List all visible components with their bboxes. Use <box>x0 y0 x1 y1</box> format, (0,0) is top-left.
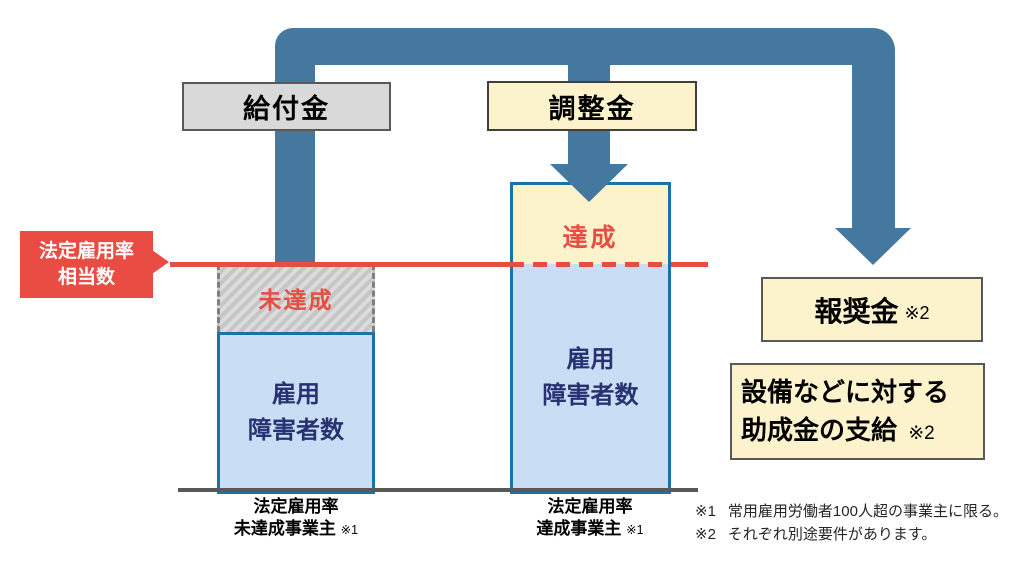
footnote-text: それぞれ別途要件があります。 <box>727 525 937 543</box>
footnote-ref: ※1 <box>626 523 644 538</box>
statutory-rate-line2: 相当数 <box>57 266 115 288</box>
employed-line1: 雇用 <box>272 381 320 408</box>
footnote-ref: ※1 <box>340 523 359 538</box>
arrow-down-icon <box>835 228 911 265</box>
adjustment-payment-box: 調整金 <box>487 81 697 131</box>
achieved-label: 達成 <box>562 224 619 252</box>
statutory-rate-callout: 法定雇用率 相当数 <box>20 231 153 298</box>
statutory-rate-line-solid-end <box>671 262 708 267</box>
footnote-ref: ※2 <box>908 422 935 444</box>
employed-line2: 障害者数 <box>248 417 344 444</box>
subsidy-line1: 設備などに対する <box>741 376 950 407</box>
arrow-down-icon <box>550 164 628 202</box>
reward-label: 報奨金 <box>814 295 899 327</box>
employed-count-label: 雇用 障害者数 <box>248 377 344 449</box>
statutory-rate-line-solid <box>170 262 510 267</box>
footnote-ref: ※2 <box>904 303 930 323</box>
footnote-2: ※2 それぞれ別途要件があります。 <box>695 524 1015 547</box>
achieved-employer-caption: 法定雇用率 達成事業主 ※1 <box>490 496 690 540</box>
flow-pipe-from-unachieved <box>275 45 315 262</box>
adjustment-payment-label: 調整金 <box>548 93 636 124</box>
caption-line2: 達成事業主 ※1 <box>536 519 644 539</box>
unachieved-gap-zone: 未達成 <box>217 264 375 332</box>
footnote-marker: ※1 <box>695 503 716 520</box>
footnotes: ※1 常用雇用労働者100人超の事業主に限る。 ※2 それぞれ別途要件があります… <box>695 501 1015 546</box>
benefit-payment-box: 給付金 <box>182 82 391 131</box>
statutory-rate-line1: 法定雇用率 <box>38 240 134 262</box>
footnote-text: 常用雇用労働者100人超の事業主に限る。 <box>727 503 1008 520</box>
equipment-subsidy-box: 設備などに対する 助成金の支給 ※2 <box>730 363 985 460</box>
footnote-marker: ※2 <box>695 525 716 543</box>
subsidy-line2: 助成金の支給 ※2 <box>741 414 935 445</box>
caption-line1: 法定雇用率 <box>253 497 339 516</box>
flow-pipe-horizontal <box>275 28 895 65</box>
employed-count-label: 雇用 障害者数 <box>543 342 639 414</box>
mid-employed-disabled-zone: 雇用 障害者数 <box>513 264 668 491</box>
callout-pointer-icon <box>152 250 169 274</box>
caption-line1: 法定雇用率 <box>547 497 633 516</box>
flow-pipe-to-rewards <box>852 60 895 230</box>
employed-line1: 雇用 <box>566 345 615 373</box>
caption-line2: 未達成事業主 ※1 <box>233 519 359 539</box>
unachieved-employer-caption: 法定雇用率 未達成事業主 ※1 <box>196 496 396 540</box>
achieved-surplus-zone: 達成 <box>513 185 668 264</box>
unachieved-label: 未達成 <box>258 287 334 313</box>
footnote-1: ※1 常用雇用労働者100人超の事業主に限る。 <box>695 501 1015 524</box>
baseline <box>178 488 698 492</box>
achieved-employer-bar: 達成 雇用 障害者数 <box>510 182 671 494</box>
statutory-rate-line-dashed <box>510 262 671 267</box>
left-employed-disabled-bar: 雇用 障害者数 <box>217 332 375 494</box>
employed-line2: 障害者数 <box>542 381 639 409</box>
reward-money-box: 報奨金 ※2 <box>761 277 983 342</box>
benefit-payment-label: 給付金 <box>243 94 330 124</box>
